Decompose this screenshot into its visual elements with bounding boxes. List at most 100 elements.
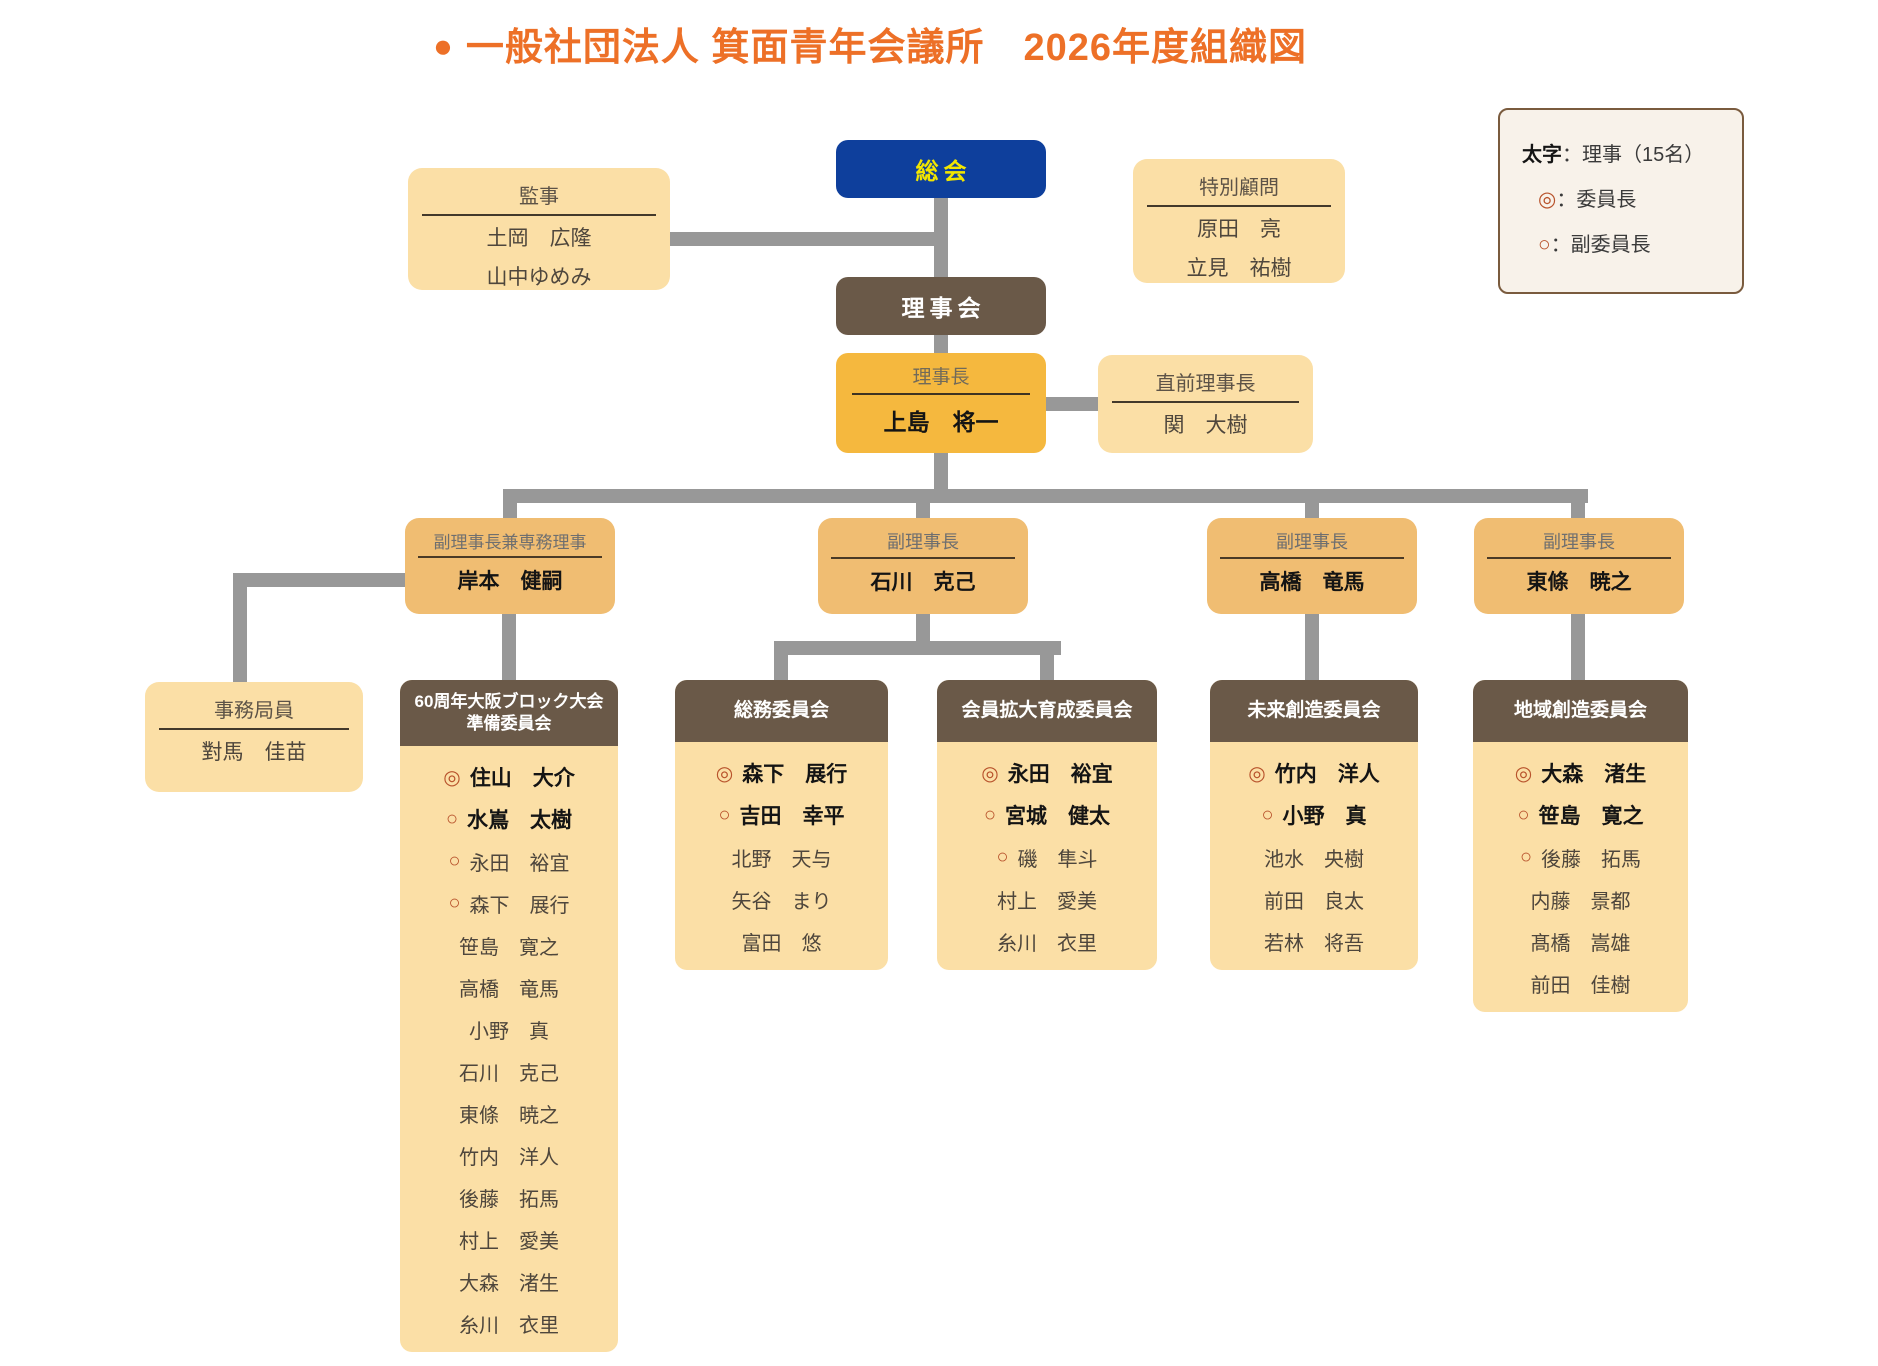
connector-line [1040, 641, 1054, 682]
connector-line [916, 489, 930, 520]
divider [422, 214, 656, 216]
vice-chair-icon: ○ [1519, 845, 1533, 868]
member-name: 後藤 拓馬 [459, 1188, 559, 1211]
chair-icon: ◎ [1514, 762, 1533, 785]
member-name: 前田 良太 [1264, 890, 1364, 913]
node-auditors: 監事 土岡 広隆 山中ゆめみ [408, 168, 670, 290]
member-name: 糸川 衣里 [459, 1314, 559, 1337]
connector-line [774, 641, 1061, 655]
committee-general-affairs: 総務委員会 ◎森下 展行 ○吉田 幸平 北野 天与 矢谷 まり 富田 悠 [675, 680, 888, 970]
member-row: ◎竹内 洋人 [1210, 752, 1418, 794]
committee-header: 地域創造委員会 [1473, 680, 1688, 742]
member-row: ◎森下 展行 [675, 752, 888, 794]
divider [1487, 557, 1671, 559]
member-row: 糸川 衣里 [400, 1302, 618, 1344]
legend: 太字：理事（15名） ◎：委員長 ○：副委員長 [1498, 108, 1744, 294]
connector-line [1044, 397, 1100, 411]
advisor-name: 立見 祐樹 [1186, 257, 1292, 280]
node-general-meeting: 総会 [836, 140, 1046, 198]
member-name: 若林 将吾 [1264, 932, 1364, 955]
member-row: 小野 真 [400, 1008, 618, 1050]
auditors-title: 監事 [519, 186, 559, 208]
member-row: 前田 佳樹 [1473, 962, 1688, 1004]
connector-line [503, 489, 1588, 503]
committee-members: ◎ 大森 渚生 ○笹島 寛之 ○後藤 拓馬 内藤 景都 髙橋 嵩雄 前田 佳樹 [1473, 742, 1688, 1012]
committee-community-creation: 地域創造委員会 ◎ 大森 渚生 ○笹島 寛之 ○後藤 拓馬 内藤 景都 髙橋 嵩雄… [1473, 680, 1688, 1012]
divider [1147, 205, 1331, 207]
legend-bold-term: 太字 [1522, 144, 1562, 166]
member-row: ○森下 展行 [400, 882, 618, 924]
member-name: 大森 渚生 [459, 1272, 559, 1295]
vice-chair-icon: ○ [996, 845, 1009, 868]
member-row: 高橋 竜馬 [400, 966, 618, 1008]
member-name: 髙橋 嵩雄 [1530, 932, 1631, 955]
committee-header: 60周年大阪ブロック大会 準備委員会 [400, 680, 618, 746]
member-row: ○磯 隼斗 [937, 836, 1157, 878]
member-name: 小野 真 [469, 1020, 549, 1043]
past-president-title: 直前理事長 [1155, 373, 1256, 395]
committee-60th-anniversary-prep: 60周年大阪ブロック大会 準備委員会 ◎住山 大介 ○水嶌 太樹 ○永田 裕宜 … [400, 680, 618, 1352]
vice-chair-icon: ○ [445, 807, 459, 830]
node-vp-takahashi: 副理事長 高橋 竜馬 [1207, 518, 1417, 614]
node-past-president: 直前理事長 関 大樹 [1098, 355, 1313, 453]
member-row: 後藤 拓馬 [400, 1176, 618, 1218]
member-name: 富田 悠 [741, 932, 822, 955]
member-row: ○永田 裕宜 [400, 840, 618, 882]
connector-line [1305, 614, 1319, 682]
member-row: 大森 渚生 [400, 1260, 618, 1302]
divider [159, 728, 349, 730]
member-name: 前田 佳樹 [1530, 974, 1631, 997]
page-title-text: 一般社団法人 箕面青年会議所 2026年度組織図 [465, 27, 1308, 69]
member-name: 大森 渚生 [1541, 763, 1647, 786]
vp-title: 副理事長 [1543, 532, 1615, 552]
legend-bold-row: 太字：理事（15名） [1522, 138, 1742, 167]
vice-chair-icon: ○ [1261, 803, 1274, 826]
committee-membership-expansion: 会員拡大育成委員会 ◎永田 裕宜 ○宮城 健太 ○磯 隼斗 村上 愛美 糸川 衣… [937, 680, 1157, 970]
member-name: 村上 愛美 [459, 1230, 559, 1253]
bullet-icon: ● [432, 27, 454, 64]
member-row: 北野 天与 [675, 836, 888, 878]
committee-header: 会員拡大育成委員会 [937, 680, 1157, 742]
member-name: 竹内 洋人 [459, 1146, 559, 1169]
divider [1112, 401, 1299, 403]
committee-name: 60周年大阪ブロック大会 [414, 691, 604, 711]
chair-icon: ◎ [443, 766, 461, 789]
committee-members: ◎永田 裕宜 ○宮城 健太 ○磯 隼斗 村上 愛美 糸川 衣里 [937, 742, 1157, 970]
member-name: 村上 愛美 [997, 890, 1097, 913]
advisor-name: 原田 亮 [1197, 218, 1281, 241]
vp-name: 東條 暁之 [1526, 571, 1632, 594]
connector-line [233, 573, 247, 682]
vp-name: 石川 克己 [870, 571, 976, 594]
member-name: 内藤 景都 [1530, 890, 1631, 913]
president-title: 理事長 [912, 367, 970, 388]
divider [1220, 557, 1404, 559]
member-row: 池水 央樹 [1210, 836, 1418, 878]
chair-icon: ◎ [981, 762, 999, 785]
connector-line [502, 614, 516, 682]
node-vp-executive-director: 副理事長兼専務理事 岸本 健嗣 [405, 518, 615, 614]
member-name: 北野 天与 [731, 848, 832, 871]
member-row: ○後藤 拓馬 [1473, 836, 1688, 878]
member-name: 宮城 健太 [1005, 805, 1111, 828]
divider [831, 557, 1015, 559]
member-name: 永田 裕宜 [1007, 763, 1113, 786]
connector-line [503, 489, 517, 520]
member-name: 笹島 寛之 [1538, 805, 1644, 828]
president-name: 上島 将一 [883, 409, 999, 435]
member-name: 森下 展行 [469, 894, 570, 917]
node-vp-tojo: 副理事長 東條 暁之 [1474, 518, 1684, 614]
member-row: 東條 暁之 [400, 1092, 618, 1134]
divider [418, 556, 602, 558]
member-row: ◎ 永田 裕宜 [937, 752, 1157, 794]
committee-name: 未来創造委員会 [1247, 699, 1381, 721]
member-name: 永田 裕宜 [469, 852, 570, 875]
member-row: 石川 克己 [400, 1050, 618, 1092]
legend-bold-desc: ：理事（15名） [1562, 144, 1705, 166]
member-row: 村上 愛美 [400, 1218, 618, 1260]
member-row: ○小野 真 [1210, 794, 1418, 836]
connector-line [1571, 614, 1585, 682]
member-name: 東條 暁之 [459, 1104, 559, 1127]
page-title: ● 一般社団法人 箕面青年会議所 2026年度組織図 [0, 16, 1740, 71]
member-row: ◎ 大森 渚生 [1473, 752, 1688, 794]
